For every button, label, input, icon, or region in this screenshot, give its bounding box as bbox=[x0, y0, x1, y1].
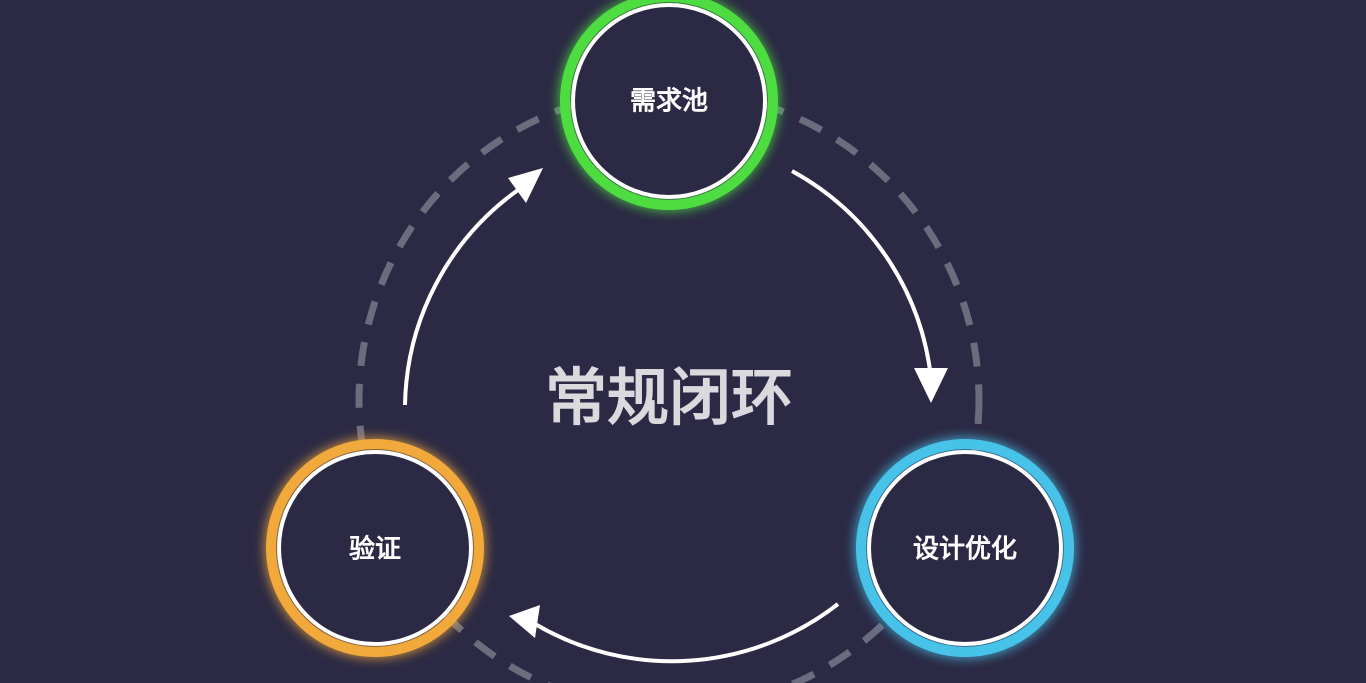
arrow-requirements-to-design bbox=[791, 169, 933, 379]
arrow-validation-to-requirements bbox=[403, 188, 520, 406]
node-label: 验证 bbox=[349, 534, 401, 565]
node-design-optimization: 设计优化 bbox=[856, 439, 1074, 657]
node-ring bbox=[867, 450, 1063, 646]
node-glow-ring bbox=[856, 439, 1074, 657]
node-requirements-pool: 需求池 bbox=[560, 0, 778, 210]
arrowhead-requirements-to-design bbox=[914, 368, 948, 403]
node-label: 需求池 bbox=[630, 87, 708, 117]
arrows-group bbox=[403, 168, 948, 664]
dashed-cycle-ring bbox=[355, 86, 983, 683]
node-ring bbox=[277, 450, 473, 646]
arrowhead-design-to-validation bbox=[509, 605, 540, 638]
arrowhead-validation-to-requirements bbox=[508, 168, 543, 203]
node-glow-ring bbox=[560, 0, 778, 210]
node-ring bbox=[571, 3, 767, 199]
node-validation: 验证 bbox=[266, 439, 484, 657]
node-glow-ring bbox=[266, 439, 484, 657]
node-label: 设计优化 bbox=[913, 535, 1017, 565]
arrow-design-to-validation bbox=[533, 602, 840, 664]
center-title: 常规闭环 bbox=[545, 361, 793, 434]
